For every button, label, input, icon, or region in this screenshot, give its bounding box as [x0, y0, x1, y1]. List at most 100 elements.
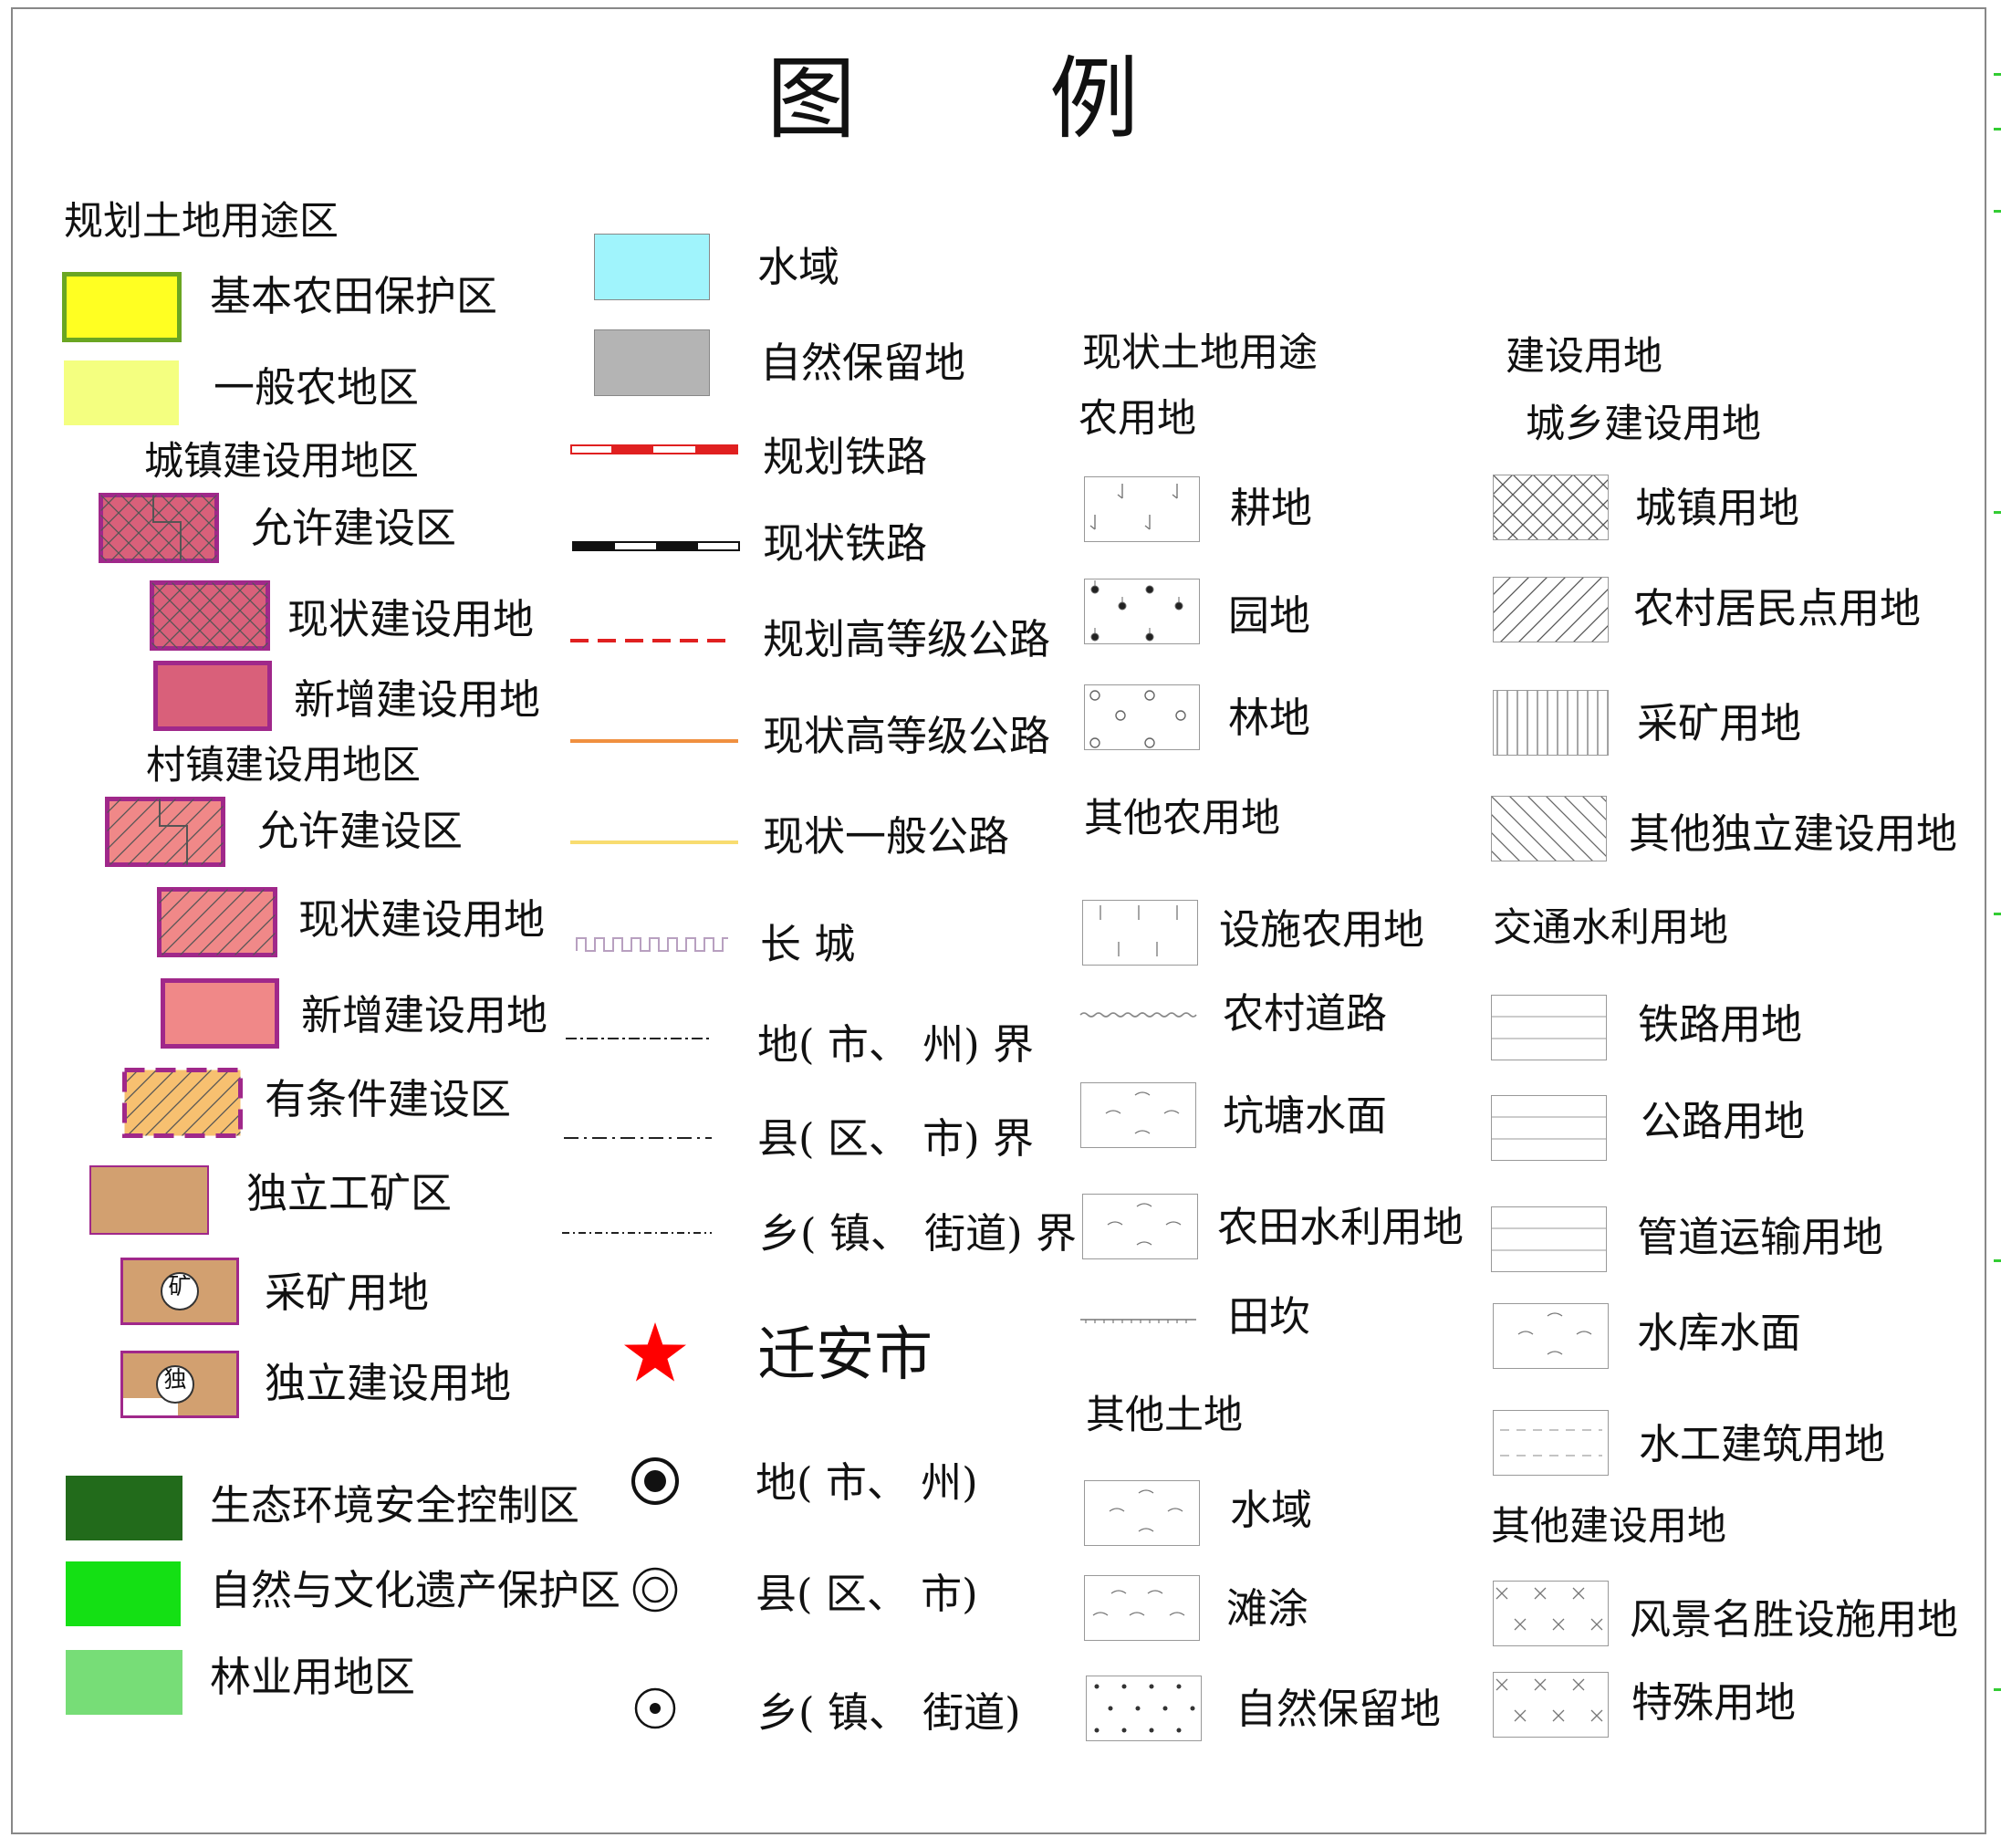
legend-label: 采矿用地	[265, 1269, 430, 1317]
town-allowed-swatch	[99, 493, 219, 563]
existing-highway-symbol	[570, 739, 738, 743]
legend-label: 滩涂	[1226, 1584, 1309, 1633]
legend-label: 园地	[1228, 591, 1311, 640]
independent-glyph: 独	[163, 1366, 187, 1393]
legend-label: 水工建筑用地	[1639, 1420, 1886, 1468]
legend-label: 新增建设用地	[294, 675, 541, 724]
legend-label: 地( 市、 州) 界	[757, 1020, 1035, 1069]
mining-glyph: 矿	[168, 1273, 192, 1300]
legend-label: 采矿用地	[1637, 699, 1802, 747]
legend-label: 自然保留地	[1235, 1685, 1442, 1733]
legend-label: 乡( 镇、 街道) 界	[759, 1209, 1078, 1258]
legend-label: 水库水面	[1637, 1309, 1802, 1357]
water-swatch	[594, 234, 710, 300]
heritage-protect-swatch	[66, 1561, 181, 1626]
city-name-label: 迁安市	[757, 1321, 933, 1389]
legend-label: 县( 区、 市)	[756, 1570, 978, 1618]
road-land-swatch	[1491, 1095, 1607, 1161]
legend-label: 自然保留地	[760, 339, 966, 387]
reserved-land-swatch	[1086, 1676, 1202, 1741]
legend-label: 农村道路	[1223, 989, 1388, 1038]
mining-use-swatch	[1493, 690, 1609, 756]
reservoir-water-swatch	[1493, 1303, 1609, 1369]
pond-water-swatch	[1080, 1082, 1196, 1148]
cultivated-land-swatch	[1084, 476, 1200, 542]
legend-frame	[11, 7, 1986, 1834]
nature-reserve-swatch	[594, 329, 710, 396]
city-star-icon	[624, 1322, 686, 1382]
edge-tick	[1994, 511, 2001, 514]
legend-label: 有条件建设区	[265, 1075, 512, 1123]
legend-label: 规划铁路	[763, 433, 928, 481]
other-construction-heading: 其他建设用地	[1491, 1504, 1726, 1550]
legend-label: 一般农地区	[214, 363, 420, 412]
construction-land-heading: 建设用地	[1506, 334, 1662, 380]
legend-label: 林地	[1228, 694, 1311, 742]
village-zone-heading: 村镇建设用地区	[146, 743, 421, 788]
railway-land-swatch	[1491, 995, 1607, 1060]
legend-label: 允许建设区	[257, 807, 464, 855]
legend-label: 现状高等级公路	[763, 712, 1051, 760]
legend-label: 允许建设区	[251, 504, 457, 552]
planned-highway-symbol	[570, 639, 725, 642]
legend-label: 农村居民点用地	[1633, 584, 1922, 632]
town-zone-heading: 城镇建设用地区	[144, 439, 419, 485]
legend-label: 坑塘水面	[1223, 1091, 1388, 1140]
village-existing-swatch	[157, 887, 277, 957]
edge-tick	[1994, 913, 2001, 915]
irrigation-land-swatch	[1082, 1194, 1198, 1259]
legend-label: 铁路用地	[1638, 1000, 1803, 1049]
planned-railway-symbol	[570, 444, 738, 454]
special-land-swatch	[1493, 1672, 1609, 1738]
legend-label: 新增建设用地	[301, 991, 548, 1039]
forestry-swatch	[66, 1650, 182, 1715]
forest-land-swatch	[1084, 684, 1200, 750]
facility-agri-swatch	[1082, 900, 1198, 966]
legend-label: 独立建设用地	[265, 1359, 512, 1407]
legend-label: 现状铁路	[763, 519, 928, 568]
legend-label: 城镇用地	[1635, 484, 1800, 532]
industrial-zone-swatch	[89, 1165, 209, 1235]
legend-label: 风景名胜设施用地	[1630, 1595, 1959, 1644]
conditional-zone-swatch	[122, 1068, 243, 1138]
legend-label: 现状建设用地	[298, 895, 546, 944]
prefecture-seat-icon	[631, 1457, 679, 1505]
edge-tick	[1994, 1259, 2001, 1262]
great-wall-symbol	[576, 937, 728, 952]
legend-label: 规划高等级公路	[763, 615, 1051, 663]
county-boundary-symbol	[564, 1137, 712, 1139]
general-farmland-swatch	[64, 360, 179, 425]
legend-label: 乡( 镇、 街道)	[757, 1688, 1021, 1737]
legend-label: 公路用地	[1641, 1097, 1806, 1145]
edge-tick	[1994, 1688, 2001, 1691]
planning-zones-heading: 规划土地用途区	[64, 199, 339, 245]
legend-label: 地( 市、 州)	[756, 1458, 978, 1507]
town-existing-swatch	[150, 580, 270, 651]
legend-label: 设施农用地	[1219, 905, 1425, 954]
existing-railway-symbol	[572, 541, 740, 551]
legend-label: 县( 区、 市) 界	[757, 1114, 1035, 1163]
legend-title-char: 例	[1049, 47, 1140, 151]
rural-road-symbol	[1079, 1012, 1197, 1018]
county-seat-icon	[632, 1567, 678, 1613]
scenic-facility-swatch	[1493, 1581, 1609, 1646]
village-new-swatch	[161, 978, 279, 1049]
field-ridge-symbol	[1080, 1319, 1196, 1323]
prefecture-boundary-symbol	[566, 1038, 712, 1039]
transport-water-heading: 交通水利用地	[1493, 905, 1728, 951]
township-boundary-symbol	[562, 1232, 712, 1234]
water-area-swatch	[1084, 1480, 1200, 1546]
legend-label: 耕地	[1230, 484, 1313, 532]
edge-tick	[1994, 210, 2001, 213]
legend-label: 独立工矿区	[246, 1169, 453, 1217]
edge-tick	[1994, 128, 2001, 131]
tidal-flat-swatch	[1084, 1575, 1200, 1641]
general-road-symbol	[570, 840, 738, 844]
legend-label: 水域	[757, 243, 840, 291]
town-new-swatch	[153, 661, 272, 731]
legend-label: 生态环境安全控制区	[210, 1481, 580, 1530]
legend-label: 现状建设用地	[287, 595, 535, 643]
legend-label: 其他独立建设用地	[1629, 809, 1958, 858]
township-seat-icon	[634, 1687, 676, 1729]
rural-residential-swatch	[1493, 577, 1609, 642]
